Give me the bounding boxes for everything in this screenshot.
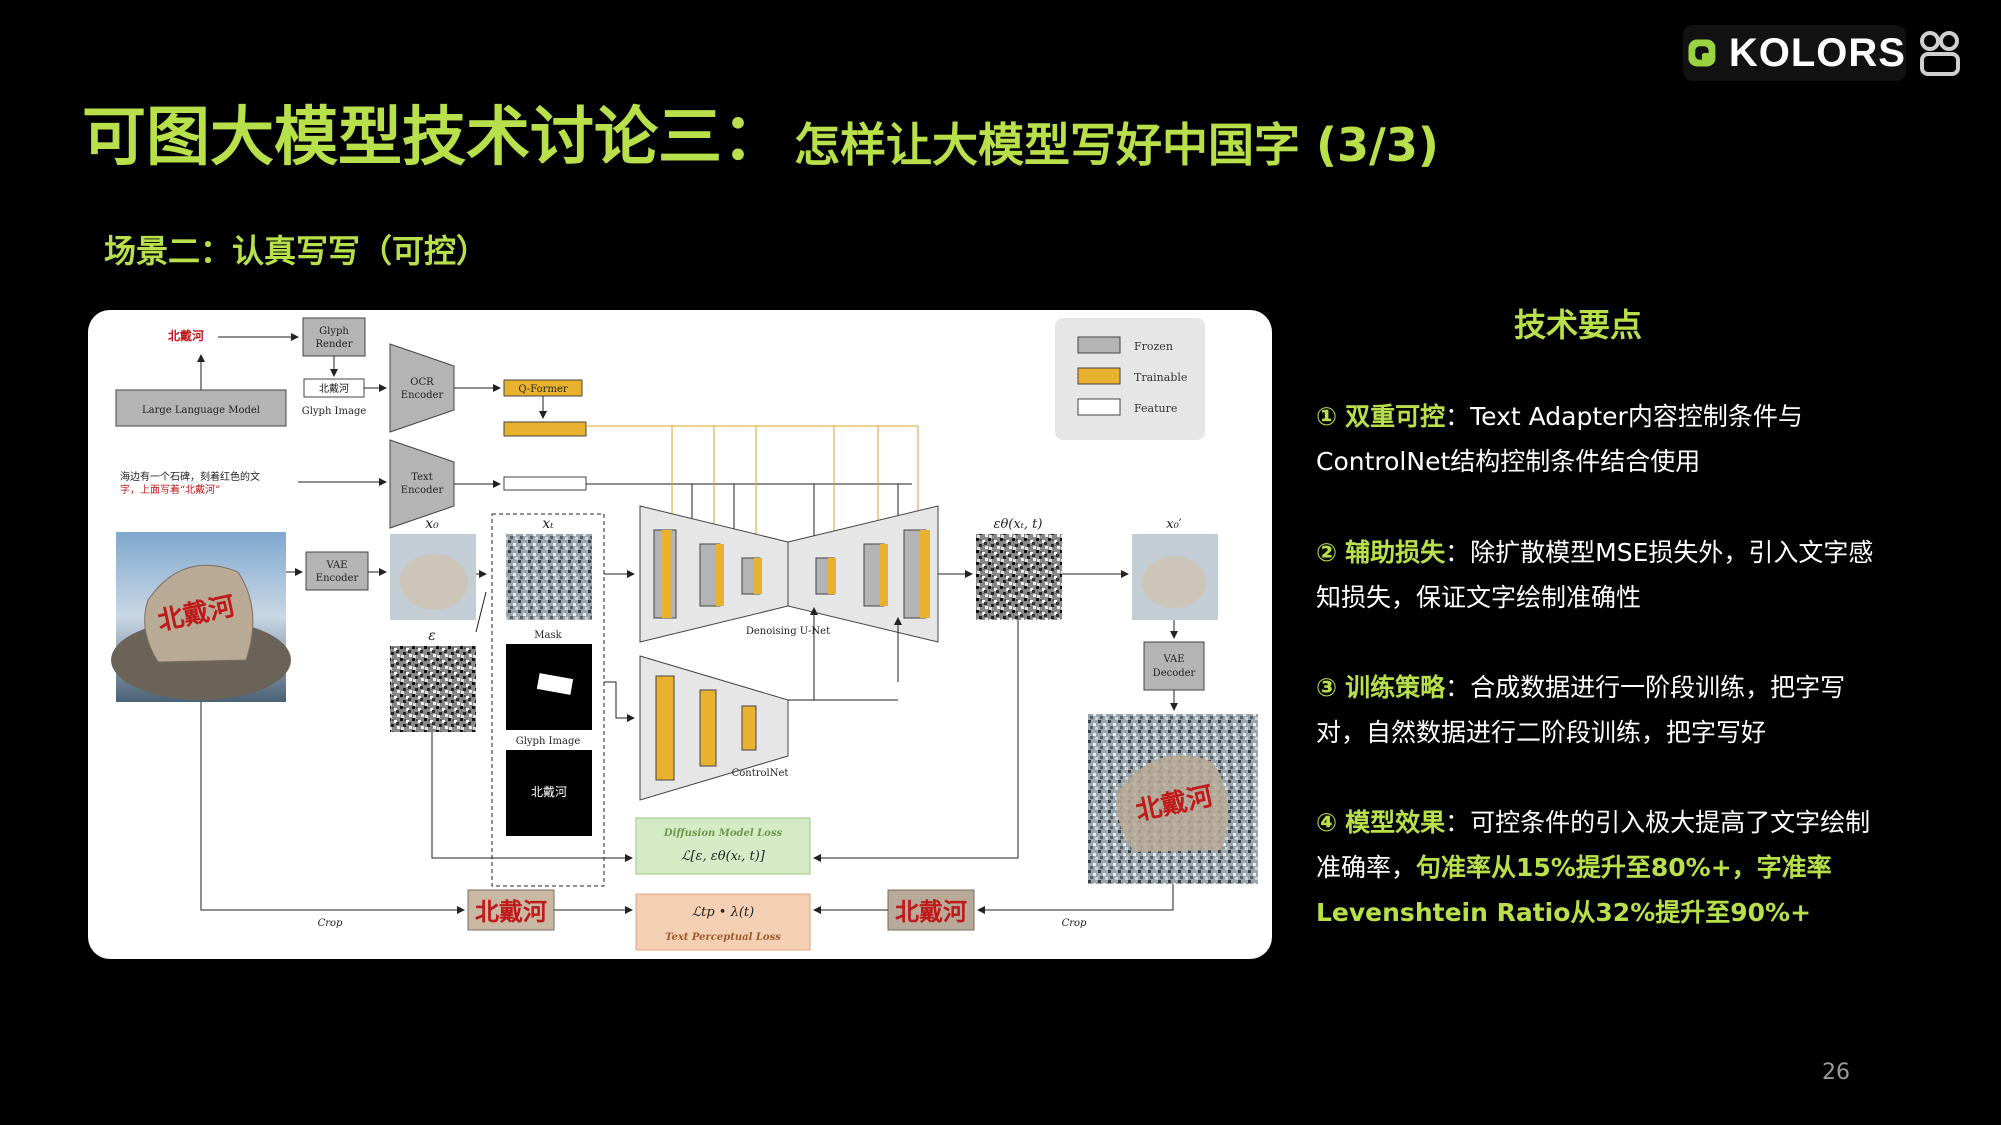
denoising-unet: Denoising U-Net [639, 505, 939, 643]
svg-text:Glyph: Glyph [319, 326, 349, 337]
svg-text:北戴河: 北戴河 [895, 897, 967, 926]
diffusion-loss-box [635, 817, 811, 875]
llm-output: 北戴河 [168, 328, 204, 343]
input-image: 北戴河 [111, 532, 291, 702]
key-points-title: 技术要点 [1514, 306, 1643, 344]
svg-text:VAE: VAE [1162, 654, 1184, 665]
svg-text:Large Language Model: Large Language Model [142, 405, 260, 416]
svg-text:Text Perceptual Loss: Text Perceptual Loss [665, 932, 781, 943]
output-image: 北戴河 [1088, 714, 1258, 884]
svg-text:Q-Former: Q-Former [518, 384, 568, 395]
architecture-diagram: Frozen Trainable Feature 北戴河 Glyph Rende… [88, 310, 1272, 959]
svg-text:Encoder: Encoder [401, 390, 444, 401]
scene-heading: 场景二：认真写写（可控） [104, 232, 489, 270]
text-encoder [389, 439, 455, 529]
svg-text:ε: ε [428, 628, 436, 644]
legend: Frozen Trainable Feature [1055, 318, 1205, 440]
svg-text:x₀: x₀ [425, 516, 439, 532]
text-loss-box [635, 893, 811, 951]
glyph-image [506, 750, 592, 836]
svg-text:Glyph Image: Glyph Image [516, 736, 581, 747]
kolors-logo: KOLORS [1683, 25, 1906, 81]
page-title: 可图大模型技术讨论三： 怎样让大模型写好中国字 (3/3) [82, 96, 1439, 176]
epsilon-noise [390, 646, 476, 732]
svg-text:εθ(xₜ, t): εθ(xₜ, t) [994, 517, 1043, 532]
kuaishou-icon [1920, 31, 1960, 76]
svg-text:Diffusion Model Loss: Diffusion Model Loss [663, 828, 783, 839]
svg-text:Crop: Crop [1062, 918, 1087, 929]
legend-frozen: Frozen [1134, 340, 1173, 353]
key-point-3: ③ 训练策略：合成数据进行一阶段训练，把字写对，自然数据进行二阶段训练，把字写好 [1316, 673, 1846, 747]
svg-text:Decoder: Decoder [1153, 668, 1196, 679]
svg-text:Crop: Crop [318, 918, 343, 929]
svg-text:字，上面写着“北戴河”: 字，上面写着“北戴河” [120, 483, 220, 496]
key-point-2: ② 辅助损失：除扩散模型MSE损失外，引入文字感知损失，保证文字绘制准确性 [1316, 538, 1874, 612]
svg-text:Render: Render [316, 339, 353, 350]
key-point-1: ① 双重可控：Text Adapter内容控制条件与ControlNet结构控制… [1316, 402, 1803, 476]
controlnet: ControlNet [639, 655, 789, 801]
llm-block [115, 389, 287, 427]
glyph-render-block [302, 317, 366, 357]
svg-text:北戴河: 北戴河 [475, 897, 547, 926]
legend-feature: Feature [1134, 402, 1177, 415]
svg-text:OCR: OCR [410, 377, 434, 388]
title-main: 可图大模型技术讨论三： [82, 101, 786, 175]
svg-text:Mask: Mask [534, 630, 562, 641]
svg-text:x₀′: x₀′ [1166, 517, 1182, 532]
svg-text:Glyph Image: Glyph Image [302, 406, 367, 417]
eps-theta-output [976, 534, 1062, 620]
svg-text:Encoder: Encoder [401, 485, 444, 496]
ocr-encoder [389, 343, 455, 433]
svg-text:ℒ[ε, εθ(xₜ, t)]: ℒ[ε, εθ(xₜ, t)] [681, 849, 766, 864]
svg-text:北戴河: 北戴河 [531, 784, 567, 799]
page-number: 26 [1822, 1060, 1850, 1085]
svg-text:Encoder: Encoder [316, 573, 359, 584]
legend-trainable: Trainable [1134, 371, 1187, 384]
vae-decoder [1143, 641, 1205, 691]
svg-text:xₜ: xₜ [542, 516, 554, 532]
xt-latent [506, 534, 592, 620]
title-sub: 怎样让大模型写好中国字 (3/3) [794, 118, 1439, 172]
logo-text: KOLORS [1728, 30, 1906, 75]
key-point-4: ④ 模型效果：可控条件的引入极大提高了文字绘制准确率，句准率从15%提升至80%… [1316, 808, 1871, 927]
svg-text:Text: Text [411, 472, 432, 483]
vae-encoder [305, 551, 369, 591]
svg-text:VAE: VAE [325, 560, 347, 571]
svg-text:海边有一个石碑，刻着红色的文: 海边有一个石碑，刻着红色的文 [120, 470, 260, 483]
svg-text:北戴河: 北戴河 [319, 382, 349, 395]
svg-text:ℒtp • λ(t): ℒtp • λ(t) [692, 905, 754, 920]
svg-text:ControlNet: ControlNet [732, 768, 789, 779]
kolors-mark-icon [1688, 39, 1716, 67]
svg-text:Denoising U-Net: Denoising U-Net [746, 626, 830, 637]
